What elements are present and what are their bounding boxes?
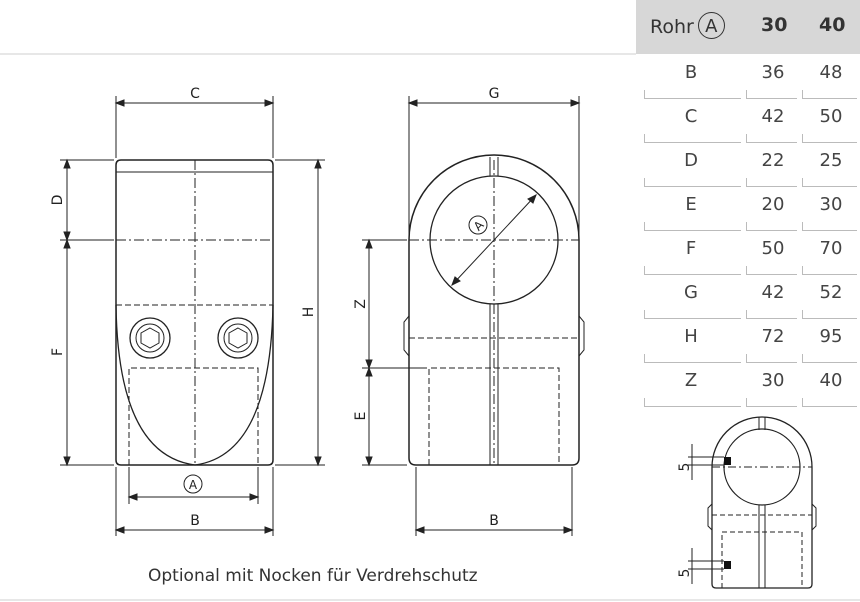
dim-label-5-bottom: 5 <box>677 569 693 578</box>
table-grid-line <box>746 398 797 407</box>
table-row: E 20 30 <box>636 188 860 232</box>
table-cell-dimension: G <box>684 282 698 303</box>
table-cell-dimension: Z <box>684 370 698 391</box>
table-cell-40: 70 <box>819 238 843 259</box>
table-cell-30: 50 <box>761 238 785 259</box>
table-grid-line <box>746 266 797 275</box>
circled-a-symbol: A <box>697 12 725 39</box>
dim-label-5-top: 5 <box>677 463 693 472</box>
table-cell-30: 22 <box>761 150 785 171</box>
dim-label-a: A <box>189 478 198 492</box>
table-cell-dimension: B <box>684 62 698 83</box>
dim-label-f: F <box>50 348 66 356</box>
table-grid-line <box>746 354 797 363</box>
table-cell-30: 42 <box>761 106 785 127</box>
side-view-dimensions <box>362 96 581 536</box>
table-cell-30: 36 <box>761 62 785 83</box>
table-row: D 22 25 <box>636 144 860 188</box>
dim-label-e: E <box>353 412 369 421</box>
table-grid-line <box>644 310 741 319</box>
front-view <box>115 159 274 466</box>
table-row: Z 30 40 <box>636 364 860 408</box>
table-grid-line <box>802 222 857 231</box>
table-grid-line <box>644 134 741 143</box>
table-grid-line <box>746 178 797 187</box>
front-view-dimensions <box>60 96 325 536</box>
table-grid-line <box>802 398 857 407</box>
caption: Optional mit Nocken für Verdrehschutz <box>148 566 478 586</box>
table-grid-line <box>644 266 741 275</box>
table-row: C 42 50 <box>636 100 860 144</box>
dim-label-c: C <box>190 86 200 102</box>
table-row: F 50 70 <box>636 232 860 276</box>
dim-label-d: D <box>50 195 66 206</box>
detail-view-nocken <box>688 416 817 589</box>
table-grid-line <box>644 178 741 187</box>
table-grid-line <box>746 134 797 143</box>
table-grid-line <box>644 398 741 407</box>
table-grid-line <box>802 266 857 275</box>
table-header-col-30: 30 <box>761 14 788 36</box>
table-cell-dimension: D <box>684 150 698 171</box>
table-row: H 72 95 <box>636 320 860 364</box>
table-cell-dimension: E <box>685 194 697 215</box>
table-row: G 42 52 <box>636 276 860 320</box>
table-cell-dimension: F <box>685 238 697 259</box>
dim-label-z: Z <box>353 299 369 309</box>
table-cell-dimension: H <box>684 326 698 347</box>
table-grid-line <box>644 354 741 363</box>
table-grid-line <box>802 90 857 99</box>
table-grid-line <box>802 354 857 363</box>
dim-label-b: B <box>190 513 200 529</box>
table-grid-line <box>644 222 741 231</box>
table-grid-line <box>802 134 857 143</box>
table-cell-30: 72 <box>761 326 785 347</box>
side-view <box>403 154 585 466</box>
table-cell-40: 95 <box>819 326 843 347</box>
table-cell-30: 42 <box>761 282 785 303</box>
table-grid-line <box>802 310 857 319</box>
dim-label-g: G <box>489 86 500 102</box>
table-grid-line <box>802 178 857 187</box>
table-header-col-40: 40 <box>819 14 846 36</box>
table-cell-40: 52 <box>819 282 843 303</box>
table-row: B 36 48 <box>636 56 860 100</box>
table-cell-30: 30 <box>761 370 785 391</box>
table-grid-line <box>746 222 797 231</box>
table-grid-line <box>644 90 741 99</box>
table-cell-40: 25 <box>819 150 843 171</box>
table-cell-40: 30 <box>819 194 843 215</box>
table-cell-40: 40 <box>819 370 843 391</box>
table-cell-30: 20 <box>761 194 785 215</box>
table-cell-40: 50 <box>819 106 843 127</box>
table-cell-40: 48 <box>819 62 843 83</box>
dim-label-h: H <box>301 307 317 318</box>
table-grid-line <box>746 90 797 99</box>
table-grid-line <box>746 310 797 319</box>
dim-label-b-side: B <box>489 513 499 529</box>
table-cell-dimension: C <box>684 106 698 127</box>
